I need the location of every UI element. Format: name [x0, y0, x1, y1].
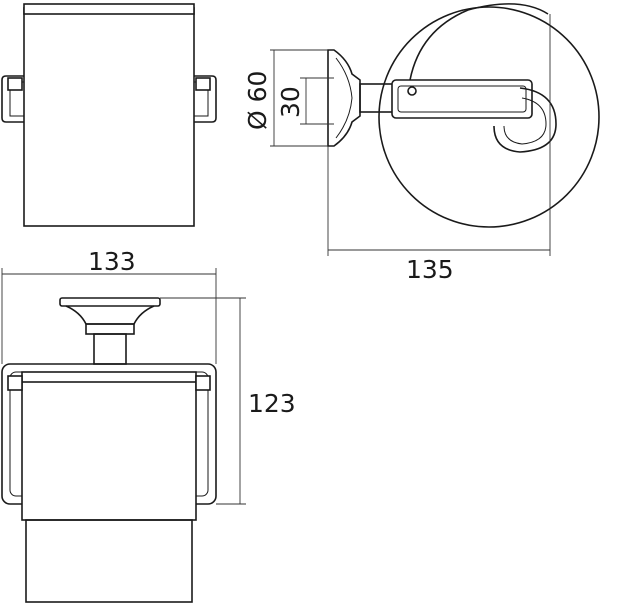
arm-screw — [407, 86, 417, 96]
height-dimension: 123 — [160, 297, 296, 505]
top-cover — [21, 375, 197, 521]
roll-outline — [378, 6, 600, 228]
top-stem — [93, 333, 127, 365]
front-view — [1, 3, 217, 227]
side-view — [327, 3, 600, 228]
width-dimension: 133 — [1, 247, 217, 364]
flange-dimensions: Ø 60 30 — [243, 49, 334, 147]
top-view — [1, 297, 217, 603]
width-label: 133 — [88, 247, 136, 276]
top-cover-rim — [21, 371, 197, 383]
front-right-arm — [194, 75, 217, 123]
spindle-curl-inner — [503, 97, 547, 145]
spindle-curl — [493, 87, 557, 153]
top-flange-plate — [59, 297, 161, 307]
front-left-clip — [7, 77, 23, 91]
side-arm — [391, 79, 533, 119]
top-flange-collar — [85, 323, 135, 335]
height-label: 123 — [248, 389, 296, 418]
front-cover-rim — [23, 3, 195, 15]
top-roll — [25, 519, 193, 603]
wall-flange-inner — [335, 57, 353, 139]
wall-flange — [327, 49, 361, 147]
depth-dimension: 135 — [327, 14, 551, 284]
flange-diameter-label: Ø 60 — [243, 71, 272, 130]
cover-edge-arc — [409, 3, 549, 81]
front-left-arm — [1, 75, 24, 123]
stem — [359, 83, 395, 113]
flange-inner-label: 30 — [276, 86, 305, 118]
front-right-clip — [195, 77, 211, 91]
top-flange-neck — [65, 305, 155, 325]
top-right-clip — [195, 375, 211, 391]
depth-label: 135 — [406, 255, 454, 284]
front-cover — [23, 7, 195, 227]
top-left-clip — [7, 375, 23, 391]
